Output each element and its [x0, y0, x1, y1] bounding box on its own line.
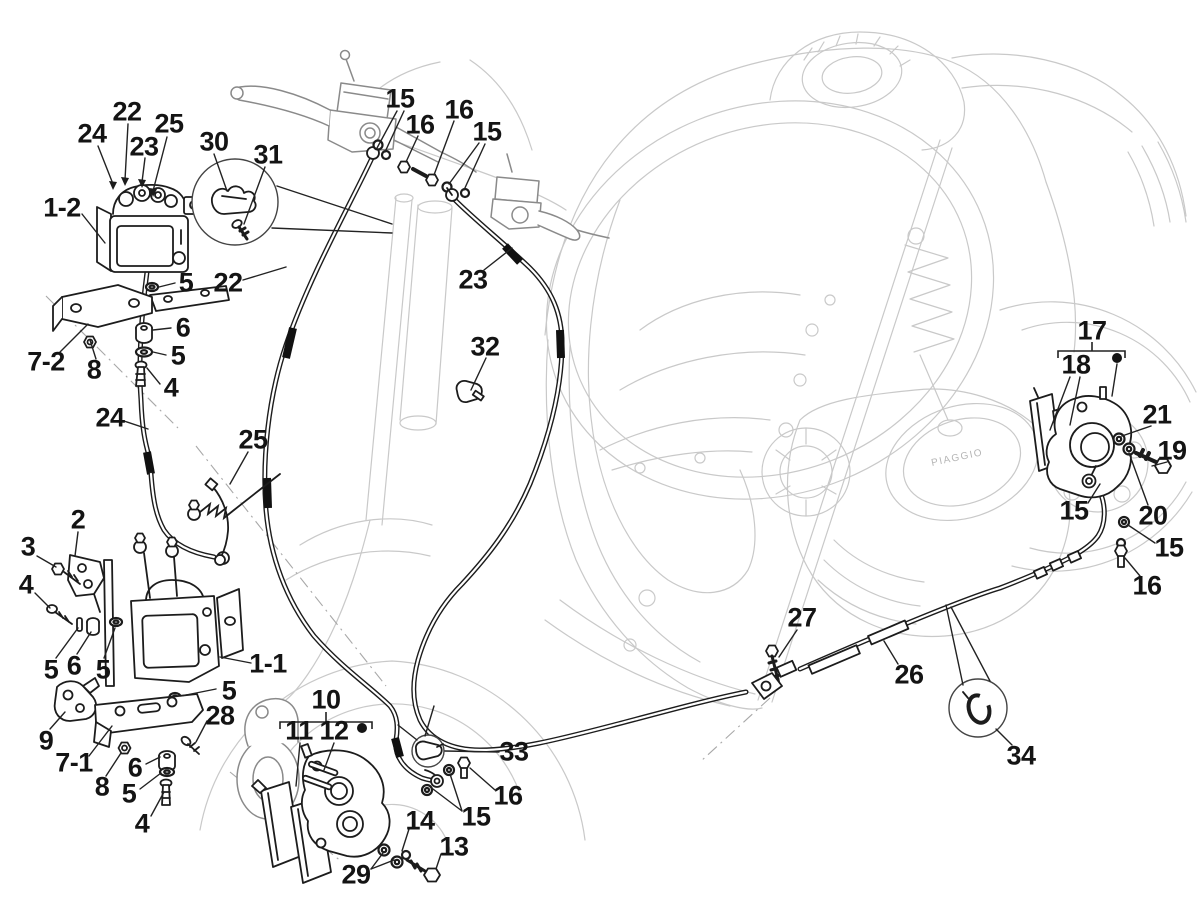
callout-5: 5 [121, 778, 137, 809]
callout-4: 4 [134, 808, 150, 839]
callout-17: 17 [1077, 315, 1107, 346]
group-brackets [279, 342, 1126, 729]
callout-7-1: 7-1 [55, 747, 93, 778]
callout-31: 31 [253, 139, 283, 170]
callout-13: 13 [439, 831, 469, 862]
callout-15: 15 [461, 801, 491, 832]
callout-22: 22 [213, 267, 243, 298]
callout-14: 14 [405, 805, 435, 836]
callout-6: 6 [66, 650, 82, 681]
callout-15: 15 [1154, 532, 1184, 563]
callout-3: 3 [20, 531, 36, 562]
callout-5: 5 [95, 654, 111, 685]
dark-parts [46, 139, 1172, 884]
callout-19: 19 [1157, 435, 1187, 466]
leader-lines [34, 110, 1168, 870]
callout-10: 10 [311, 684, 341, 715]
mid-components [230, 49, 610, 820]
group-ref-dot [1112, 353, 1122, 363]
callout-21: 21 [1142, 399, 1172, 430]
brake-hoses-and-cable [137, 155, 1107, 784]
callout-25: 25 [154, 108, 184, 139]
callout-12: 12 [319, 715, 349, 746]
callout-33: 33 [499, 736, 529, 767]
handlebar-fittings [366, 139, 471, 202]
callout-25: 25 [238, 424, 268, 455]
callout-7-2: 7-2 [27, 346, 65, 377]
callout-22: 22 [112, 96, 142, 127]
callout-24: 24 [95, 402, 125, 433]
callout-8: 8 [94, 771, 110, 802]
callout-5: 5 [170, 340, 186, 371]
callout-1-2: 1-2 [43, 192, 81, 223]
detail-circles [191, 158, 1008, 768]
callout-16: 16 [493, 780, 523, 811]
callout-16: 16 [405, 109, 435, 140]
callout-23: 23 [129, 131, 159, 162]
callout-8: 8 [86, 354, 102, 385]
front-master-cylinder [230, 49, 477, 173]
group-ref-dot [357, 723, 367, 733]
callout-16: 16 [1132, 570, 1162, 601]
callout-26: 26 [894, 659, 924, 690]
callout-1-1: 1-1 [249, 648, 287, 679]
callout-29: 29 [341, 859, 371, 890]
callout-16: 16 [444, 94, 474, 125]
bracket-7-2-group [52, 284, 230, 387]
callout-34: 34 [1006, 740, 1036, 771]
callout-4: 4 [163, 372, 179, 403]
bracket-7-1-group [53, 677, 204, 806]
clamp-detail-circle-30-31 [191, 158, 279, 246]
rear-master-cylinder [490, 153, 610, 241]
callout-18: 18 [1061, 349, 1091, 380]
hose-clamp-32 [455, 379, 485, 404]
callout-5: 5 [43, 654, 59, 685]
callout-6: 6 [127, 752, 143, 783]
callout-15: 15 [385, 83, 415, 114]
callout-15: 15 [472, 116, 502, 147]
callout-15: 15 [1059, 495, 1089, 526]
clip-detail-circle-34 [948, 678, 1008, 738]
callout-9: 9 [38, 725, 54, 756]
rear-caliper-assembly [1029, 386, 1172, 568]
callout-6: 6 [175, 312, 191, 343]
callout-5: 5 [178, 267, 194, 298]
callout-2: 2 [70, 504, 86, 535]
callout-30: 30 [199, 126, 229, 157]
callout-24: 24 [77, 118, 107, 149]
callout-23: 23 [458, 264, 488, 295]
front-caliper-assembly [251, 743, 471, 884]
callout-32: 32 [470, 331, 500, 362]
callout-20: 20 [1138, 500, 1168, 531]
callout-27: 27 [787, 602, 817, 633]
callout-5: 5 [221, 675, 237, 706]
clamp-detail-circle-33 [411, 734, 445, 768]
abs-modulator-front [96, 183, 205, 293]
callout-11: 11 [285, 715, 313, 746]
callout-28: 28 [205, 700, 235, 731]
callout-4: 4 [18, 569, 34, 600]
cable-adjuster-group [751, 644, 798, 700]
